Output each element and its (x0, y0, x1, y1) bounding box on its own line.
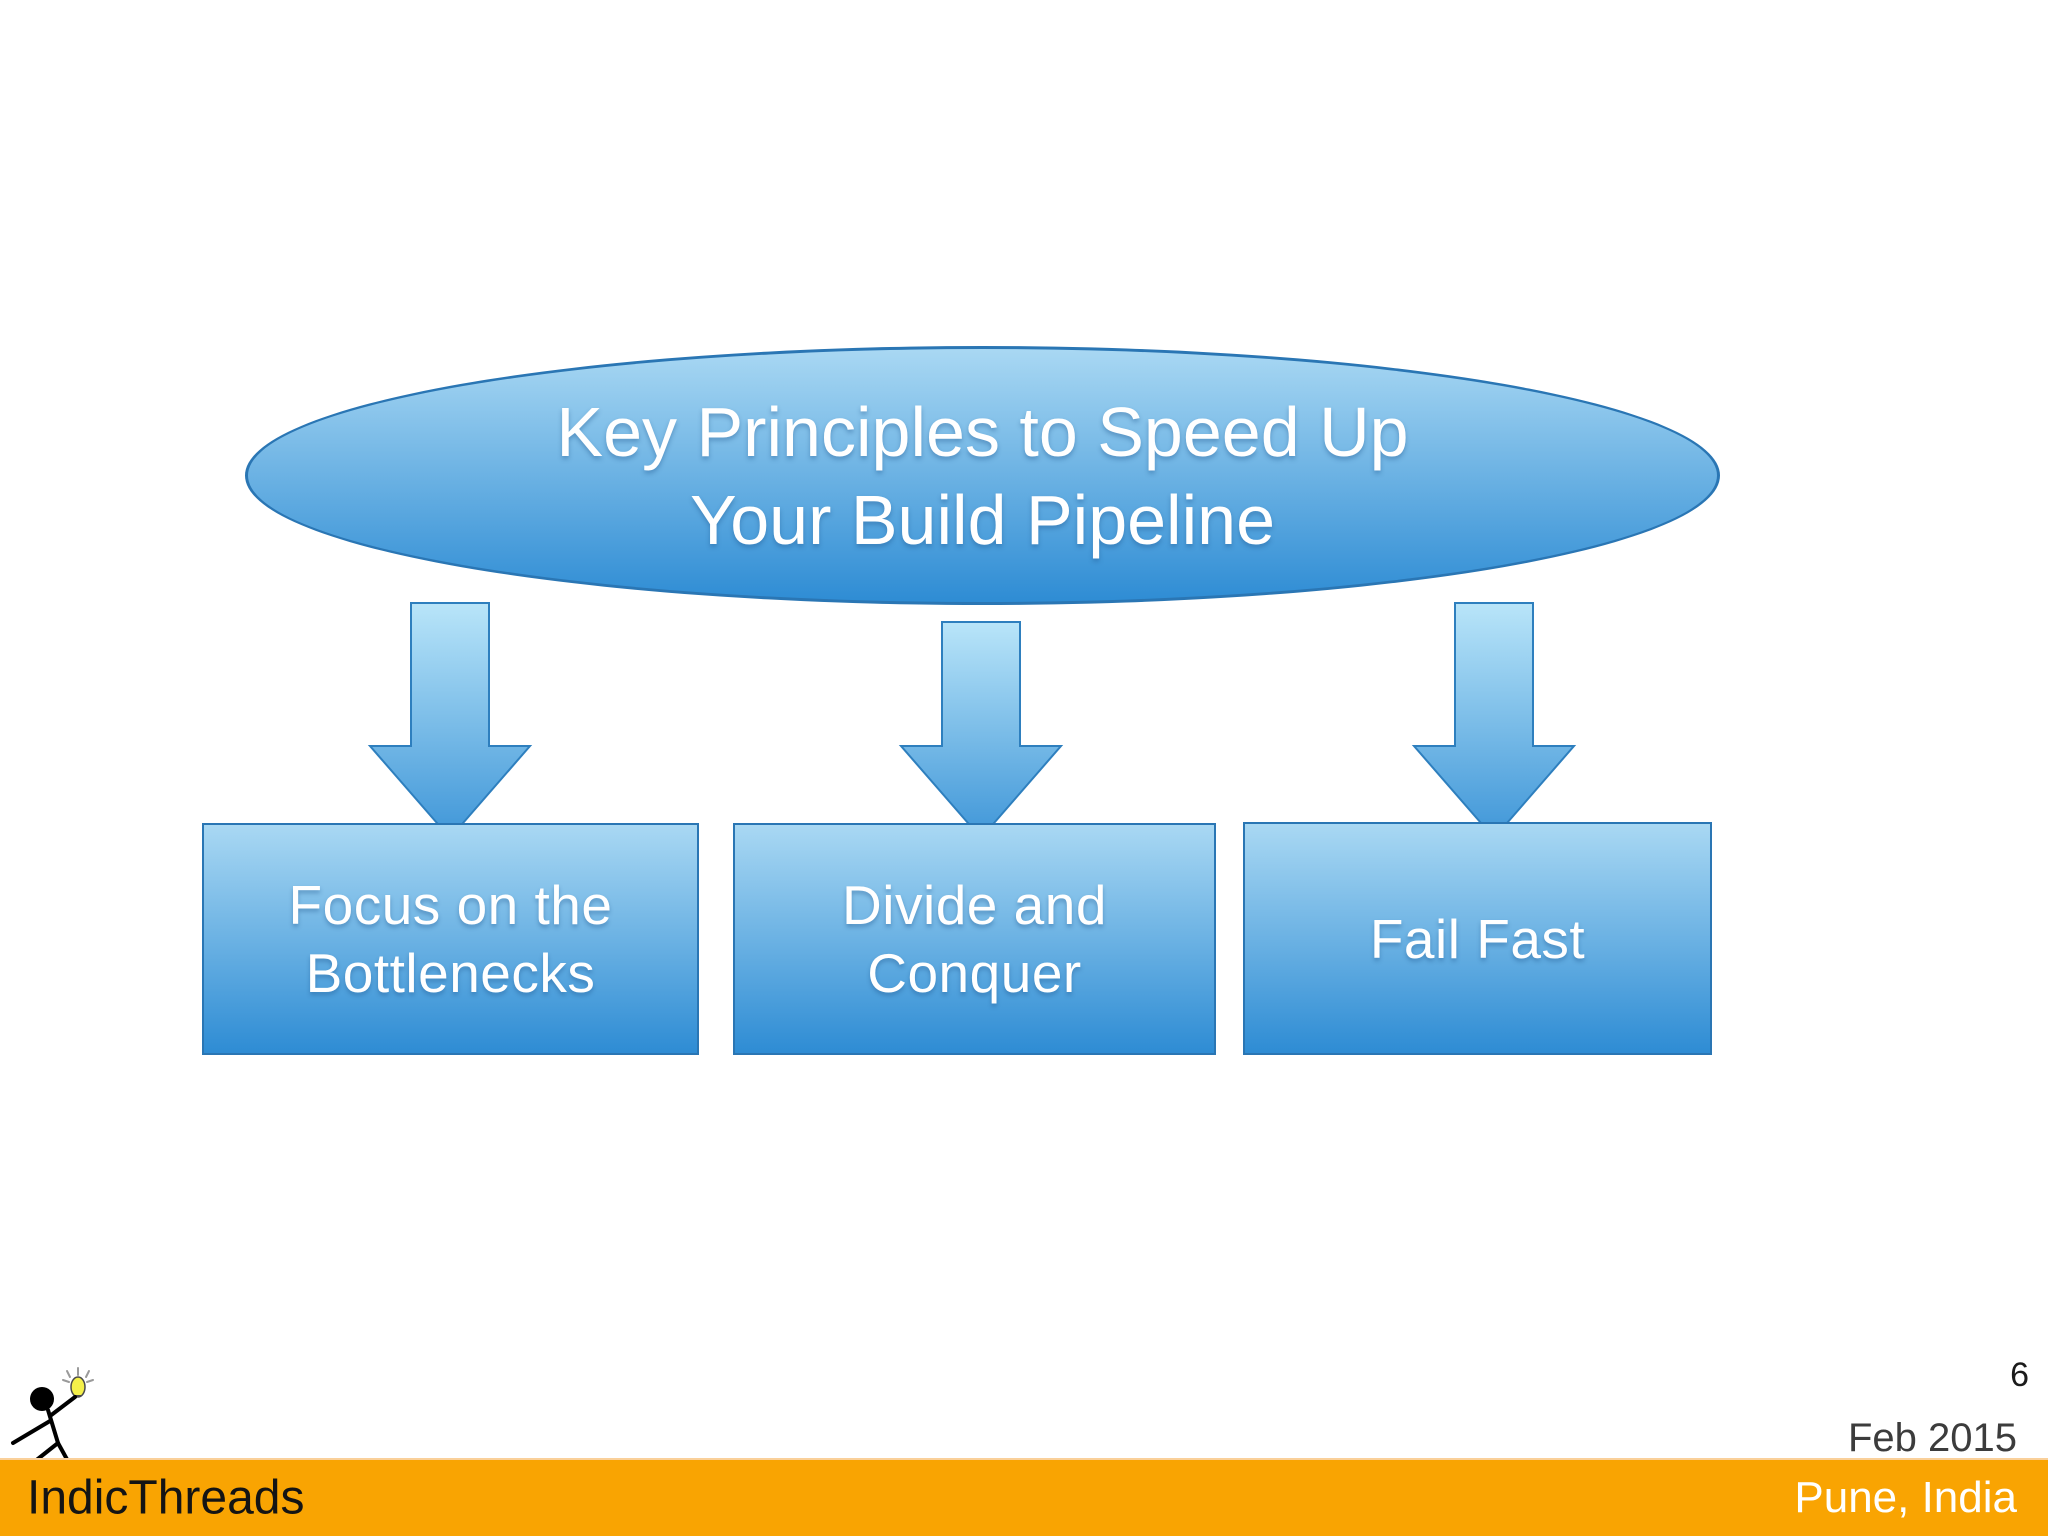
box-line: Bottlenecks (305, 942, 596, 1004)
footer-location: Pune, India (1794, 1473, 2017, 1522)
title-ellipse: Key Principles to Speed Up Your Build Pi… (245, 346, 1720, 605)
principle-box-focus-on-the-bottlenecks: Focus on the Bottlenecks (202, 823, 699, 1055)
down-arrow-icon (367, 602, 533, 840)
footer-brand: IndicThreads (27, 1471, 305, 1525)
box-line: Fail Fast (1369, 907, 1586, 970)
principle-box-divide-and-conquer: Divide and Conquer (733, 823, 1216, 1055)
down-arrow-icon (1411, 602, 1577, 840)
box-line: Focus on the (288, 874, 613, 936)
stickman-lightbulb-icon (11, 1367, 94, 1465)
down-arrow-icon (898, 621, 1064, 840)
page-number: 6 (2010, 1356, 2029, 1394)
principle-box-fail-fast: Fail Fast (1243, 822, 1712, 1055)
title-line-1: Key Principles to Speed Up (556, 392, 1409, 471)
slide-date: Feb 2015 (1847, 1416, 2017, 1460)
footer-bar: IndicThreads Pune, India (0, 1458, 2048, 1536)
box-line: Divide and (842, 874, 1107, 936)
title-line-2: Your Build Pipeline (689, 480, 1276, 559)
box-line: Conquer (867, 942, 1082, 1004)
